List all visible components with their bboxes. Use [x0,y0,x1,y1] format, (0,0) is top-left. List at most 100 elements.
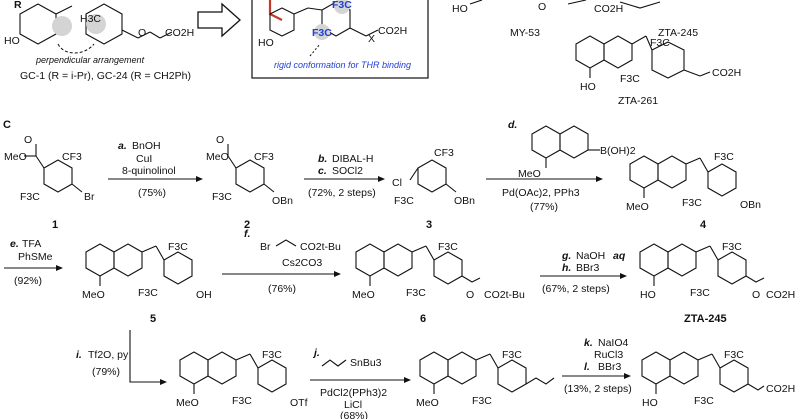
c5-meo: MeO [82,289,105,301]
tf-otf: OTf [290,397,308,409]
zta261-f3c-bot: F3C [620,73,640,85]
zta245-top-label: ZTA-245 [658,27,698,39]
c1-number: 1 [52,219,58,231]
gc-caption: GC-1 (R = i-Pr), GC-24 (R = CH2Ph) [20,70,191,82]
zta261-acid: CO2H [712,67,741,79]
step-i-yield: (79%) [92,366,120,378]
c2-cf3: CF3 [254,151,274,163]
step-j-reagent: SnBu3 [350,357,382,369]
compound-6 [355,243,481,286]
c1-o: O [24,134,32,146]
step-c-letter: c. [318,165,327,177]
step-a-letter: a. [118,140,127,152]
step-h-letter: h. [562,262,571,274]
tf-f3c-bot: F3C [232,395,252,407]
step-d-boron: B(OH)2 [600,145,636,157]
c3-cl: Cl [392,177,402,189]
step-b-letter: b. [318,153,327,165]
step-e-yield: (92%) [14,275,42,287]
rigid-text: rigid conformation for THR binding [274,60,411,70]
step-gh-yield: (67%, 2 steps) [542,283,610,295]
c5-f3c-top: F3C [168,241,188,253]
c5-oh: OH [196,289,212,301]
c1-meo: MeO [4,151,27,163]
step-a-reagent: BnOH [132,140,161,152]
c4-obn: OBn [740,199,761,211]
c4-meo: MeO [626,201,649,213]
box-x: X [368,33,375,45]
c2-number: 2 [244,219,250,231]
step-k-reagent: NaIO4 [598,337,629,349]
c3-obn: OBn [454,195,475,207]
step-l-letter: l. [584,361,590,373]
step-j-yield: (68%) [340,410,368,419]
c5-f3c-bot: F3C [138,287,158,299]
c3-f3c: F3C [394,195,414,207]
step-c-reagent: SOCl2 [332,165,363,177]
step-j-cat: PdCl2(PPh3)2 [320,387,387,399]
step-f-reagent2: CO2t-Bu [300,241,341,253]
boronic-acid-structure [531,125,600,168]
c3-cf3: CF3 [434,147,454,159]
step-i-letter: i. [76,349,82,361]
zta261b-f3c-bot: F3C [694,395,714,407]
compound-3 [409,159,457,193]
section-c-label: C [3,119,11,131]
c2-f3c: F3C [212,191,232,203]
step-k-l2: RuCl3 [594,349,623,361]
allyl-f3c-bot: F3C [472,395,492,407]
step-f-letter: f. [244,228,250,240]
c6-f3c-bot: F3C [406,287,426,299]
design-structure [268,0,379,40]
compound-2 [227,144,275,193]
arrow-i [129,330,160,383]
zta245-f3c-bot: F3C [690,287,710,299]
compound-5 [85,243,193,286]
step-a-l2: CuI [136,153,152,165]
step-l-reagent: BBr3 [598,361,622,373]
step-e-l2: PhSMe [18,251,53,263]
perpendicular-arrow [57,43,95,54]
step-d-cat: Pd(OAc)2, PPh3 [502,187,580,199]
gc-ho: HO [4,35,20,47]
step-b-reagent: DIBAL-H [332,153,373,165]
step-h-reagent: BBr3 [576,262,600,274]
c6-number: 6 [420,313,426,325]
c1-f3c: F3C [20,191,40,203]
c6-meo: MeO [352,289,375,301]
zta245-o: O [752,289,760,301]
gc-methyl: H3C [80,13,101,25]
c1-cf3: CF3 [62,151,82,163]
gc1-structure [19,3,173,45]
step-kl-yield: (13%, 2 steps) [564,383,632,395]
top-acid: CO2H [594,3,623,15]
step-j-letter: j. [312,347,320,359]
zta261b-f3c-top: F3C [724,349,744,361]
c3-number: 3 [426,219,432,231]
my53-label: MY-53 [510,27,540,39]
compound-4 [629,155,737,198]
box-f3c-left: F3C [312,27,332,39]
step-i-reagent: Tf2O, py [88,349,129,361]
step-d-yield: (77%) [530,201,558,213]
allyl-meo: MeO [416,397,439,409]
c4-number: 4 [700,219,707,231]
tf-meo: MeO [176,397,199,409]
zta245-f3c-top: F3C [722,241,742,253]
gc-o: O [138,27,146,39]
box-ho: HO [258,37,274,49]
c4-f3c-bot: F3C [682,197,702,209]
compound-allyl [419,351,555,394]
gc-r-label: R [14,0,22,11]
step-d-letter: d. [508,119,517,131]
c5-number: 5 [150,313,156,325]
zta261b-ho: HO [642,397,658,409]
compound-zta261-bottom [641,351,765,394]
step-e-letter: e. [10,238,19,250]
box-acid: CO2H [378,25,407,37]
allyl-f3c-top: F3C [502,349,522,361]
zta245-ho: HO [640,289,656,301]
zta245-acid: CO2H [766,289,795,301]
c6-f3c-top: F3C [438,241,458,253]
zta245-number: ZTA-245 [684,313,727,325]
